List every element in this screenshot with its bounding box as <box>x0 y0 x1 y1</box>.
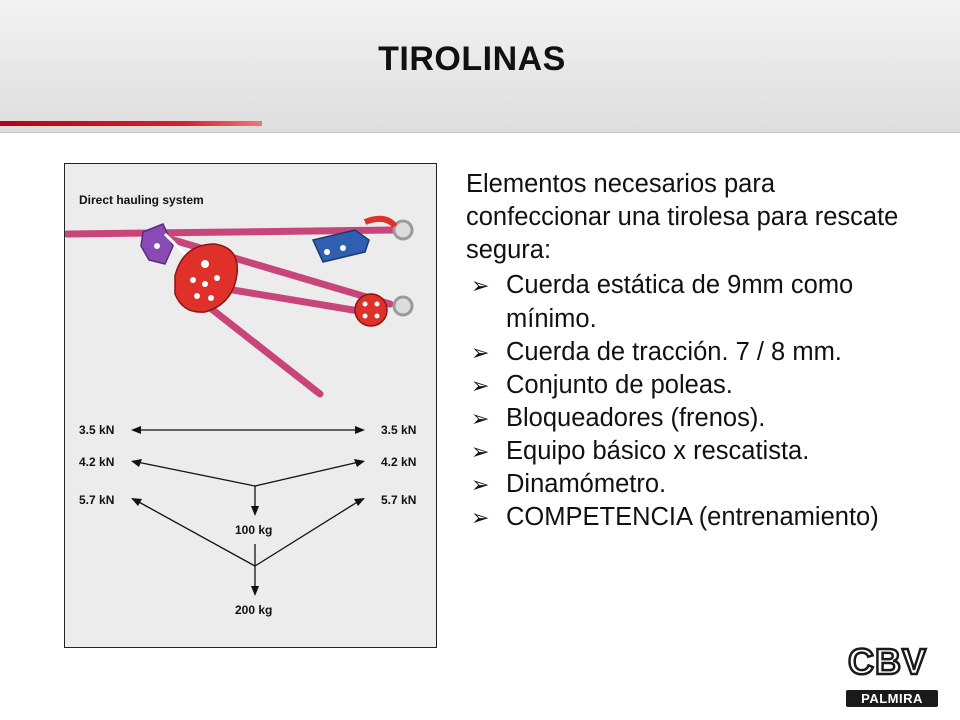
arrow-bullet-icon: ➢ <box>471 339 490 365</box>
main-pulley <box>174 243 239 313</box>
list-item: ➢ Bloqueadores (frenos). <box>466 402 916 435</box>
list-item: ➢ Cuerda de tracción. 7 / 8 mm. <box>466 336 916 369</box>
requirements-list: ➢ Cuerda estática de 9mm como mínimo. ➢ Cue… <box>466 269 916 534</box>
list-item-text: COMPETENCIA (entrenamiento) <box>506 503 879 532</box>
list-item-text: Bloqueadores (frenos). <box>506 403 766 432</box>
force-label-right-3: 5.7 kN <box>381 493 416 507</box>
hauling-system-diagram: Direct hauling system <box>64 163 437 648</box>
arrow-bullet-icon: ➢ <box>471 273 490 299</box>
list-item: ➢ Conjunto de poleas. <box>466 369 916 402</box>
force-label-left-1: 3.5 kN <box>79 423 114 437</box>
arrow-heads <box>131 426 365 596</box>
arrow-bullet-icon: ➢ <box>471 472 490 498</box>
arrow-bullet-icon: ➢ <box>471 505 490 531</box>
slide-header <box>0 0 960 133</box>
list-item: ➢ Equipo básico x rescatista. <box>466 435 916 468</box>
arrow-bullet-icon: ➢ <box>471 405 490 431</box>
anchor-rings <box>392 219 414 317</box>
list-item-text: Cuerda estática de 9mm como mínimo. <box>506 271 854 333</box>
cbv-palmira-logo: CBV PALMIRA <box>842 640 942 710</box>
load-label-200kg: 200 kg <box>235 603 272 617</box>
logo-text: CBV <box>848 641 927 682</box>
force-arrows <box>136 429 360 589</box>
list-item-text: Cuerda de tracción. 7 / 8 mm. <box>506 337 842 366</box>
list-item: ➢ Dinamómetro. <box>466 468 916 501</box>
title-accent-line <box>0 121 262 126</box>
list-item-text: Equipo básico x rescatista. <box>506 437 810 466</box>
second-pulley <box>354 293 388 327</box>
content-block: Elementos necesarios para confeccionar u… <box>466 168 916 535</box>
arrow-bullet-icon: ➢ <box>471 439 490 465</box>
list-item-text: Dinamómetro. <box>506 470 667 499</box>
logo-subtext: PALMIRA <box>861 691 923 706</box>
force-label-right-1: 3.5 kN <box>381 423 416 437</box>
intro-text: Elementos necesarios para confeccionar u… <box>466 170 899 265</box>
list-item: ➢ Cuerda estática de 9mm como mínimo. <box>466 269 916 335</box>
list-item: ➢ COMPETENCIA (entrenamiento) <box>466 501 916 534</box>
load-label-100kg: 100 kg <box>235 523 272 537</box>
diagram-caption: Direct hauling system <box>79 193 204 207</box>
force-label-left-2: 4.2 kN <box>79 455 114 469</box>
force-label-right-2: 4.2 kN <box>381 455 416 469</box>
list-item-text: Conjunto de poleas. <box>506 370 733 399</box>
rope-ascender <box>311 215 398 263</box>
arrow-bullet-icon: ➢ <box>471 372 490 398</box>
rope-clamp <box>140 223 189 265</box>
force-label-left-3: 5.7 kN <box>79 493 114 507</box>
slide-title: TIROLINAS <box>378 40 566 78</box>
